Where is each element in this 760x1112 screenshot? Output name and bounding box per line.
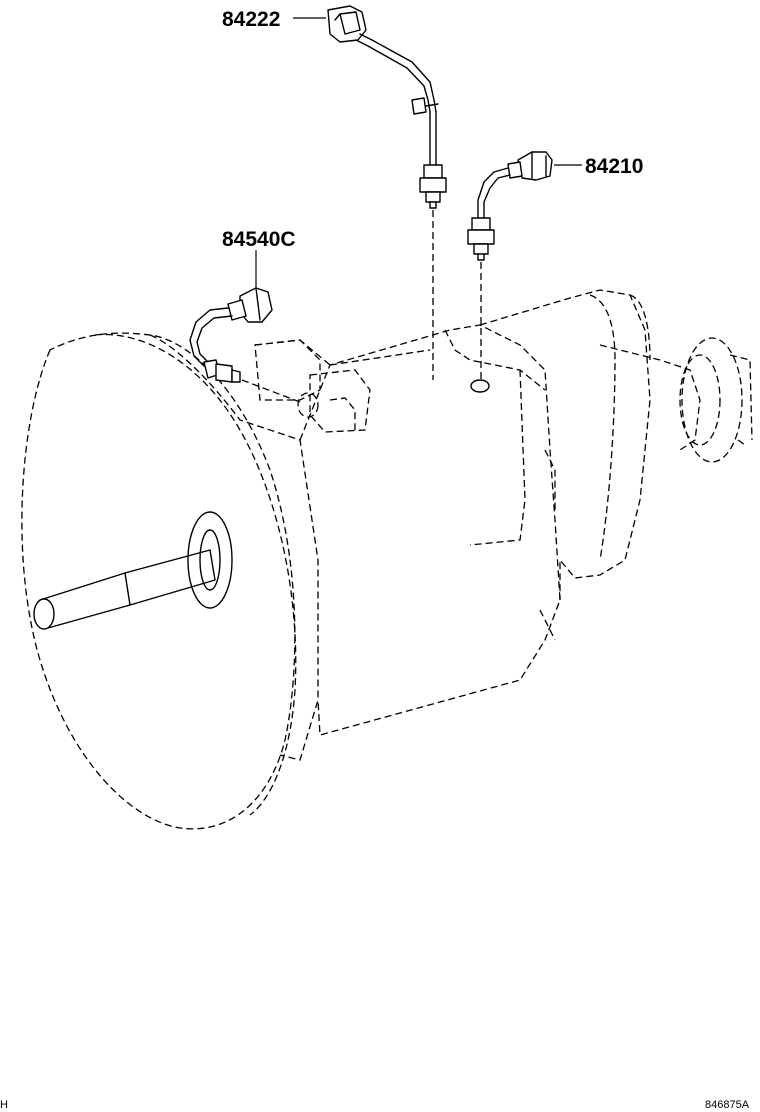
output-flange [679, 337, 753, 463]
input-shaft [33, 511, 233, 630]
sensor-84210 [467, 151, 582, 382]
transmission-assembly [21, 289, 753, 830]
footer-right-code: 846875A [705, 1099, 750, 1111]
guide-84540c [241, 379, 301, 403]
bell-housing [21, 332, 296, 830]
part-label-84540c: 84540C [222, 228, 296, 251]
extension-housing [479, 289, 651, 600]
sensor-84222 [293, 5, 447, 380]
case-top-line [329, 349, 431, 366]
sensor-84540c [189, 250, 301, 403]
main-case [299, 324, 561, 736]
bell-housing-rim [94, 333, 297, 816]
side-boss [254, 339, 371, 433]
footer-left-code: H [0, 1099, 8, 1111]
part-label-84210: 84210 [585, 155, 643, 178]
part-label-84222: 84222 [222, 8, 280, 31]
bell-housing-flange [149, 334, 319, 761]
top-sensor-port [470, 379, 490, 393]
